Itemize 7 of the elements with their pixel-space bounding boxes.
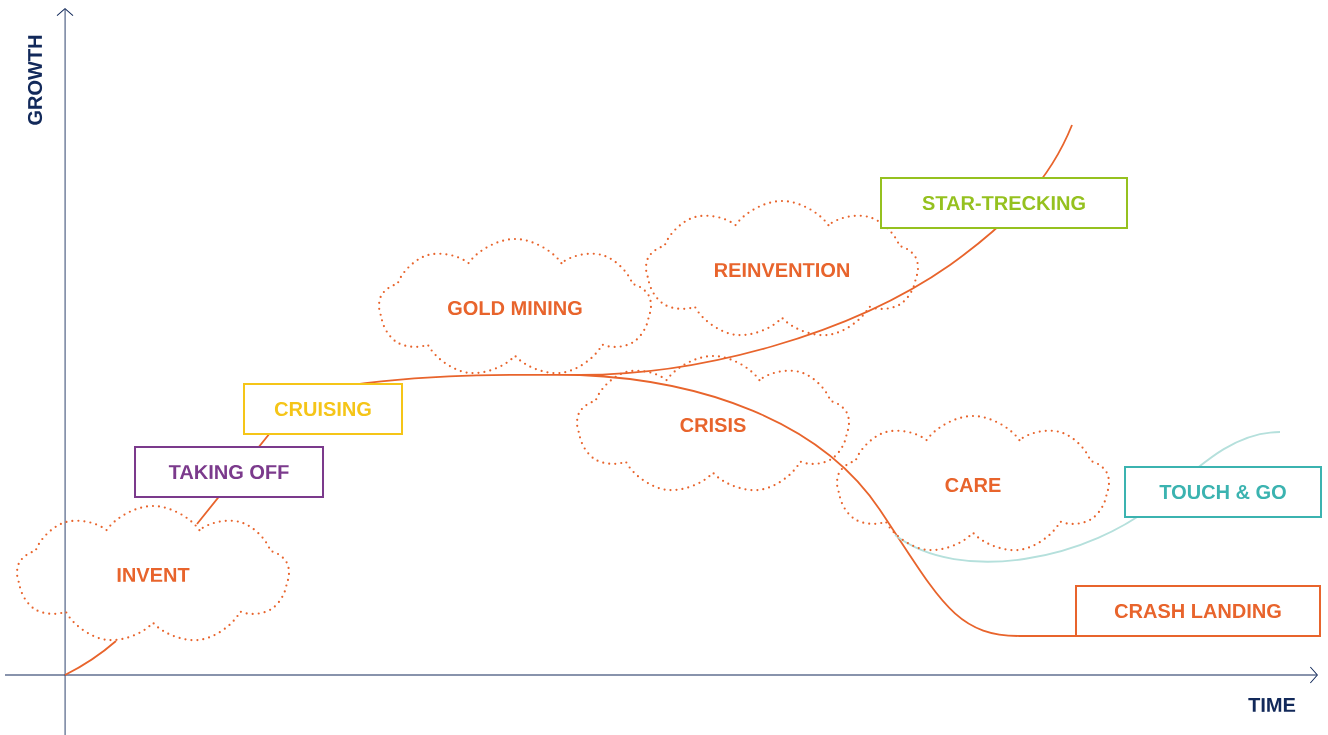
axis-label: TIME: [1248, 698, 1296, 712]
axis-label: GROWTH: [27, 35, 43, 125]
stage-box: TOUCH & GO: [1124, 466, 1322, 518]
stage-box: STAR-TRECKING: [880, 177, 1128, 229]
stage-box: TAKING OFF: [134, 446, 324, 498]
stage-box: CRUISING: [243, 383, 403, 435]
stage-box: CRASH LANDING: [1075, 585, 1321, 637]
